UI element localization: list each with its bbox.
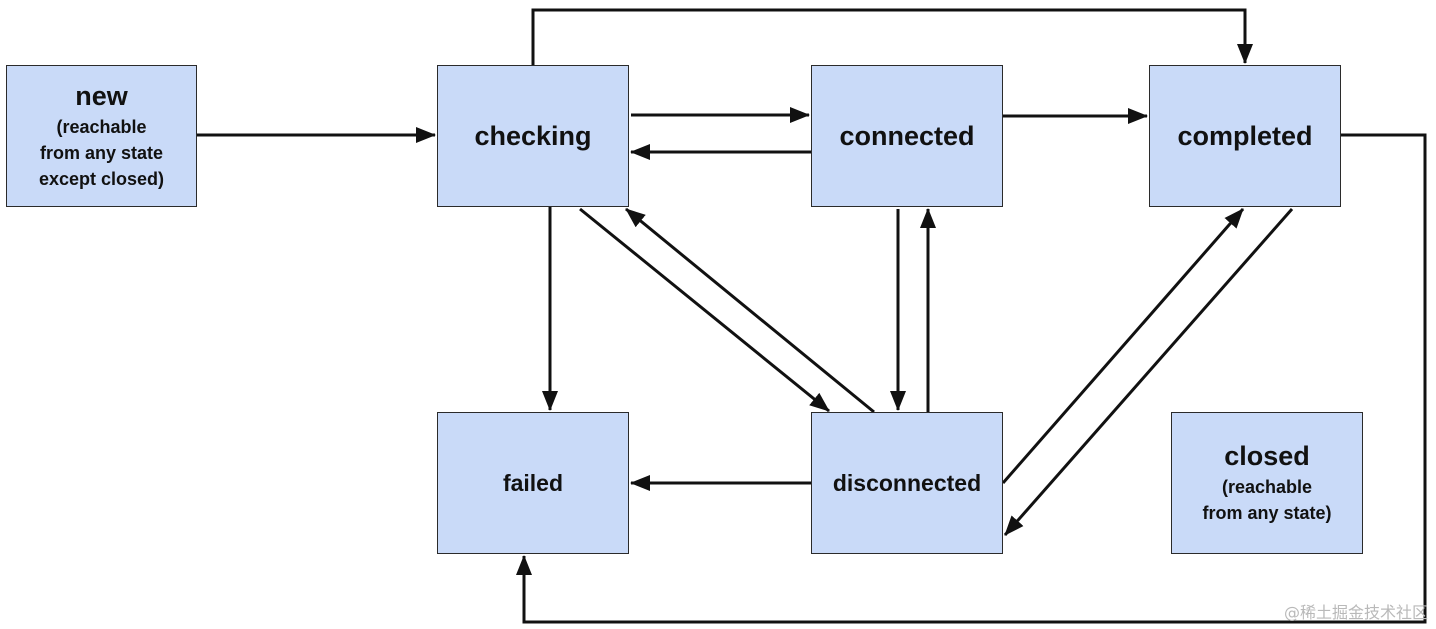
arrow-checking-to-disconnected xyxy=(579,207,830,413)
arrow-checking-to-completed xyxy=(531,8,1253,65)
state-checking-title: checking xyxy=(474,120,592,151)
state-new-note-line-3: except closed) xyxy=(38,168,165,189)
arrow-disconnected-to-completed xyxy=(1001,208,1245,484)
state-connected: connected xyxy=(811,65,1003,207)
state-new-note-line-2: from any state xyxy=(39,142,164,163)
state-completed: completed xyxy=(1149,65,1341,207)
state-checking: checking xyxy=(437,65,629,207)
arrow-completed-to-disconnected xyxy=(1003,208,1294,536)
state-disconnected-title: disconnected xyxy=(832,469,982,496)
state-new-note-line-1: (reachable xyxy=(56,116,147,137)
state-closed: closed (reachable from any state) xyxy=(1171,412,1363,554)
state-new: new (reachable from any state except clo… xyxy=(6,65,197,207)
watermark: @稀土掘金技术社区 xyxy=(1283,603,1428,622)
arrow-completed-to-failed xyxy=(516,133,1427,624)
state-closed-note-line-1: (reachable xyxy=(1221,476,1313,497)
arrow-disconnected-to-checking xyxy=(625,207,875,414)
state-failed-title: failed xyxy=(502,469,564,496)
state-closed-title: closed xyxy=(1224,440,1310,471)
state-closed-note-line-2: from any state) xyxy=(1202,502,1332,523)
state-connected-title: connected xyxy=(839,120,975,151)
state-completed-title: completed xyxy=(1177,120,1313,151)
state-failed: failed xyxy=(437,412,629,554)
state-new-title: new xyxy=(75,80,128,111)
state-disconnected: disconnected xyxy=(811,412,1003,554)
